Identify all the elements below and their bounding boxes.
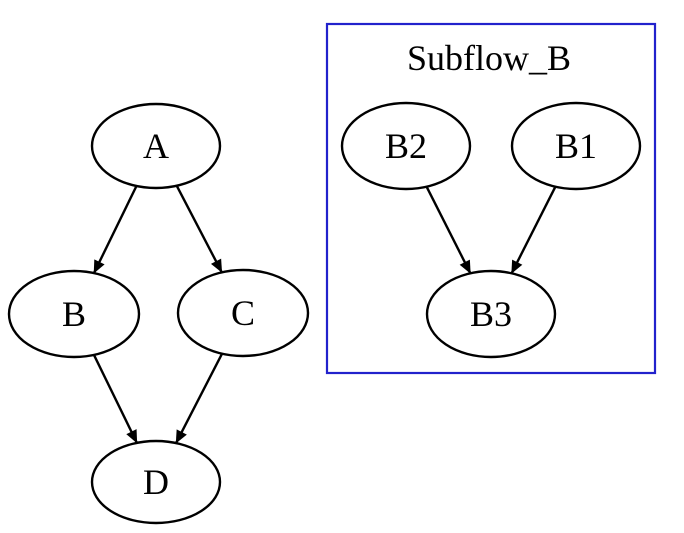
node-D [90,439,222,525]
node-B3 [425,269,557,359]
edge-B-D [92,354,138,444]
cluster-subflow-b-title: Subflow_B [407,38,571,78]
node-C [176,268,310,358]
edge-B2-B3 [425,186,472,274]
node-label-B: B [62,294,86,334]
edge-B1-B3 [510,186,557,274]
node-B1 [510,101,642,191]
node-label-D: D [143,462,169,502]
node-label-B3: B3 [470,294,512,334]
node-label-B2: B2 [385,126,427,166]
cluster-subflow-b-box [325,22,657,375]
node-label-C: C [231,293,255,333]
edge-A-C [175,185,223,273]
edge-C-D [174,353,224,444]
edge-A-B [92,185,138,274]
node-B2 [340,101,472,191]
node-A [90,102,222,190]
node-label-B1: B1 [555,126,597,166]
node-label-A: A [143,126,169,166]
node-B [7,269,141,359]
